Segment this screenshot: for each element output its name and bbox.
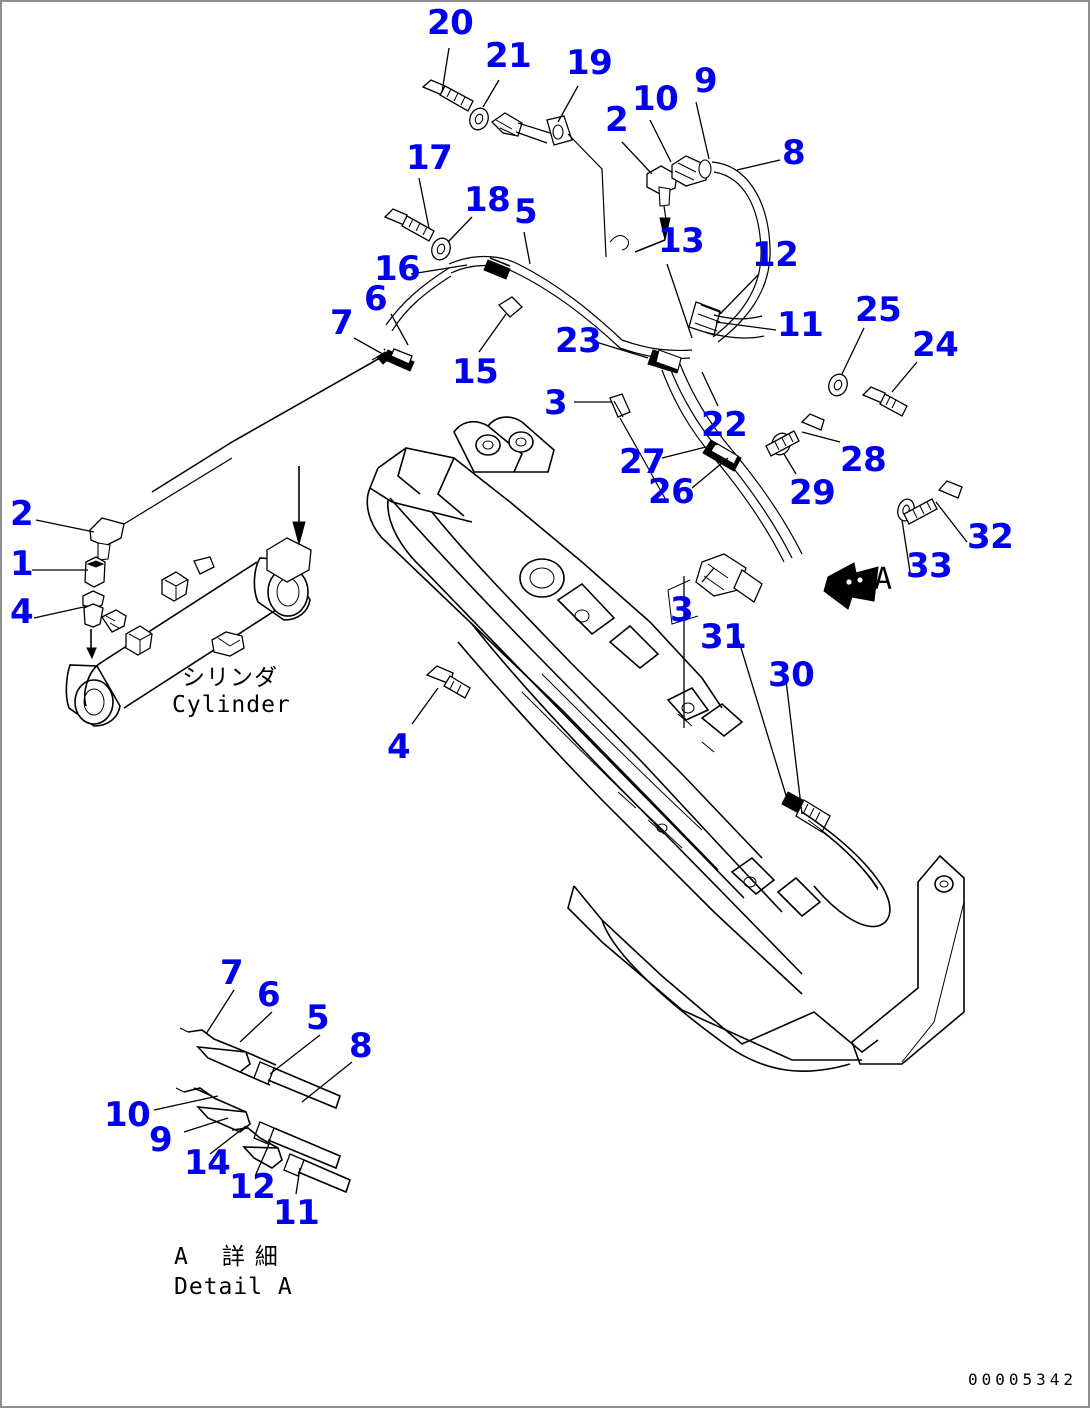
section-marker-a-letter: A (874, 562, 893, 597)
part-17-bolt (385, 209, 434, 241)
callout-6-top: 6 (364, 279, 388, 319)
callout-12-top: 12 (752, 235, 799, 275)
callout-31: 31 (700, 617, 747, 657)
callout-30: 30 (768, 655, 815, 695)
callout-10-top: 10 (632, 79, 679, 119)
detail-callout-5: 5 (306, 998, 330, 1038)
part-32-bolt (904, 481, 962, 524)
part-18-washer (429, 236, 453, 263)
callout-26: 26 (648, 472, 695, 512)
detail-callout-12: 12 (229, 1167, 276, 1207)
callout-8-top: 8 (782, 133, 806, 173)
part-3-upper-fitting (610, 394, 667, 502)
callout-13: 13 (658, 221, 705, 261)
detail-callout-7: 7 (220, 953, 244, 993)
part-24-bolt (863, 387, 907, 416)
callout-20: 20 (427, 3, 474, 43)
callout-4-left: 4 (10, 592, 34, 632)
section-arrow-a (824, 563, 878, 609)
callout-25: 25 (855, 290, 902, 330)
cylinder-assembly (66, 458, 311, 726)
callout-19: 19 (566, 43, 613, 83)
part-10-9-fitting (672, 156, 711, 186)
part-2-elbow-top (610, 166, 677, 252)
detail-callout-14: 14 (184, 1143, 231, 1183)
part-4-frame-bolt (427, 666, 470, 698)
part-28-bolt (766, 414, 824, 456)
part-3-lower-bracket (668, 554, 762, 624)
callout-18: 18 (464, 180, 511, 220)
leader-lines (32, 48, 967, 1194)
callout-21: 21 (485, 36, 532, 76)
callout-27: 27 (619, 442, 666, 482)
part-21-washer (467, 106, 491, 133)
detail-callout-10: 10 (104, 1095, 151, 1135)
part-20-bolt (423, 80, 473, 111)
detail-a-caption-jp: A 詳細 (174, 1244, 288, 1270)
part-31-30-fittings (782, 792, 890, 927)
callout-5-top: 5 (514, 192, 538, 232)
callout-16: 16 (374, 249, 421, 289)
callout-11-top: 11 (777, 305, 824, 345)
callout-33: 33 (906, 546, 953, 586)
callout-15: 15 (452, 352, 499, 392)
detail-callout-9: 9 (149, 1120, 173, 1160)
hose-8-assembly (712, 162, 770, 342)
callout-29: 29 (789, 473, 836, 513)
main-boom-frame (367, 417, 964, 1071)
callout-3-lower: 3 (670, 590, 694, 630)
callout-7-top: 7 (330, 303, 354, 343)
detail-callout-8: 8 (349, 1026, 373, 1066)
callout-9-top: 9 (694, 61, 718, 101)
detail-a-caption-en: Detail A (174, 1274, 293, 1300)
callout-23: 23 (555, 321, 602, 361)
detail-callout-6: 6 (257, 975, 281, 1015)
callout-28: 28 (840, 440, 887, 480)
detail-callout-11: 11 (273, 1193, 320, 1233)
hose-junction-manifold (620, 302, 802, 562)
callout-24: 24 (912, 325, 959, 365)
callout-17: 17 (406, 138, 453, 178)
part-bracket-19 (492, 113, 606, 257)
part-25-washer (826, 372, 850, 399)
callout-1: 1 (10, 544, 34, 584)
cylinder-caption-en: Cylinder (172, 692, 291, 718)
callout-3-upper: 3 (544, 383, 568, 423)
cylinder-caption-jp: シリンダ (182, 665, 278, 691)
callout-32: 32 (967, 517, 1014, 557)
drawing-number: 00005342 (968, 1370, 1078, 1389)
callout-22: 22 (701, 405, 748, 445)
callout-2-top: 2 (605, 100, 629, 140)
callout-2-left: 2 (10, 494, 34, 534)
callout-4-frame: 4 (387, 727, 411, 767)
